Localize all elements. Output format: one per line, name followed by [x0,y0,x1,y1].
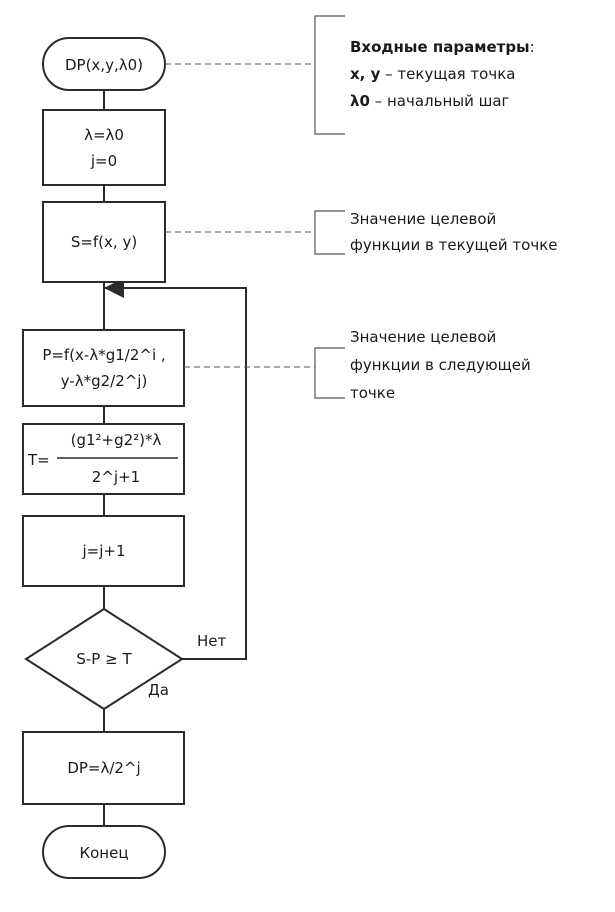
inputs-xy: x, y [350,65,381,83]
start-label: DP(x,y,λ0) [65,56,143,74]
decision-label: S-P ≥ T [76,650,132,668]
j-inc-label: j=j+1 [81,542,125,560]
end-label: Конец [79,844,128,862]
yes-branch-label: Да [148,681,169,699]
inputs-xy-desc: – текущая точка [380,65,515,83]
next-annotation-line-2: функции в следующей [350,356,531,374]
inputs-lambda-desc: – начальный шаг [370,92,510,110]
j-inc-box [22,515,185,587]
result-label: DP=λ/2^j [67,759,140,777]
next-annotation-line-1: Значение целевой [350,328,496,346]
s-calc-label: S=f(x, y) [71,233,137,251]
init-line-1: λ=λ0 [84,126,124,144]
loop-back-connector [104,278,247,660]
t-calc-box [22,423,185,495]
no-branch-label: Нет [197,632,227,650]
p-calc-box [22,329,185,407]
t-prefix: T= [27,451,50,469]
result-box [22,731,185,805]
end-terminator [42,825,166,879]
t-numerator: (g1²+g2²)*λ [71,431,162,449]
p-calc-line-1: P=f(x-λ*g1/2^i , [42,346,165,364]
current-annotation-line-2: функции в текущей точке [350,236,558,254]
current-annotation-line-1: Значение целевой [350,210,496,228]
inputs-annotation-line-1: x, y – текущая точка [350,65,515,83]
annotation-bracket [314,15,345,135]
inputs-title-text: Входные параметры [350,38,530,56]
inputs-title-suffix: : [530,38,535,56]
inputs-lambda: λ0 [350,92,370,110]
decision-diamond [24,607,184,711]
next-annotation-line-3: точке [350,384,395,402]
annotation-bracket [314,347,345,399]
init-line-2: j=0 [90,152,117,170]
inputs-annotation-line-2: λ0 – начальный шаг [350,92,510,110]
init-box [42,109,166,186]
s-calc-box [42,201,166,283]
t-denominator: 2^j+1 [92,468,140,486]
inputs-annotation-title: Входные параметры: [350,38,535,56]
annotation-bracket [314,210,345,255]
p-calc-line-2: y-λ*g2/2^j) [61,372,148,390]
